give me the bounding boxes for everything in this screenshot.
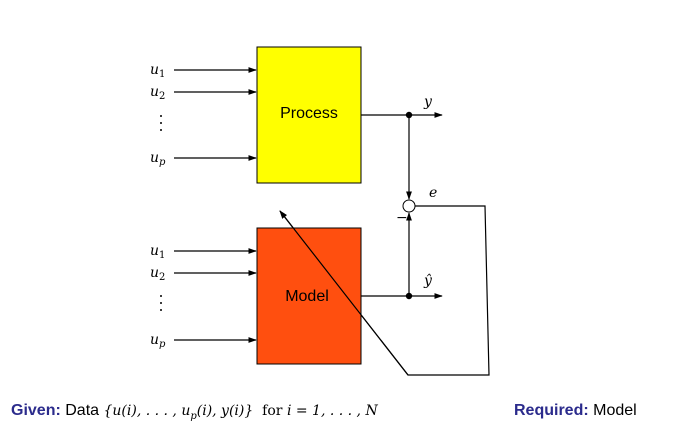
- process-label: Process: [280, 105, 338, 122]
- process-output-label-y: y: [423, 94, 433, 110]
- for-text: for: [262, 403, 283, 419]
- model-input-u1: u1: [150, 243, 165, 261]
- model-block: [256, 227, 362, 365]
- error-label-e: e: [429, 185, 437, 201]
- comparator-minus-sign: −: [396, 210, 408, 226]
- process-block: [256, 46, 362, 184]
- required-statement: Required: Model: [514, 402, 637, 420]
- required-text: Model: [593, 402, 637, 419]
- model-output-label-yhat: ŷ: [423, 272, 433, 289]
- given-math: {u(i), . . . , up(i), y(i)}: [103, 403, 254, 422]
- process-input-u1: u1: [150, 62, 165, 80]
- process-input-ellipsis: [160, 115, 162, 131]
- feedback-diagonal: [279, 210, 409, 376]
- model-input-up: up: [150, 332, 166, 350]
- given-label: Given:: [11, 402, 61, 419]
- required-label: Required:: [514, 402, 589, 419]
- process-input-up: up: [150, 150, 166, 168]
- model-input-u2: u2: [150, 265, 165, 283]
- given-statement: Given: Data {u(i), . . . , up(i), y(i)} …: [11, 402, 378, 422]
- process-input-u2: u2: [150, 84, 165, 102]
- model-input-ellipsis: [160, 295, 162, 311]
- given-text: Data: [65, 402, 100, 419]
- range-math: i = 1, . . . , N: [286, 403, 378, 419]
- model-label: Model: [285, 288, 329, 305]
